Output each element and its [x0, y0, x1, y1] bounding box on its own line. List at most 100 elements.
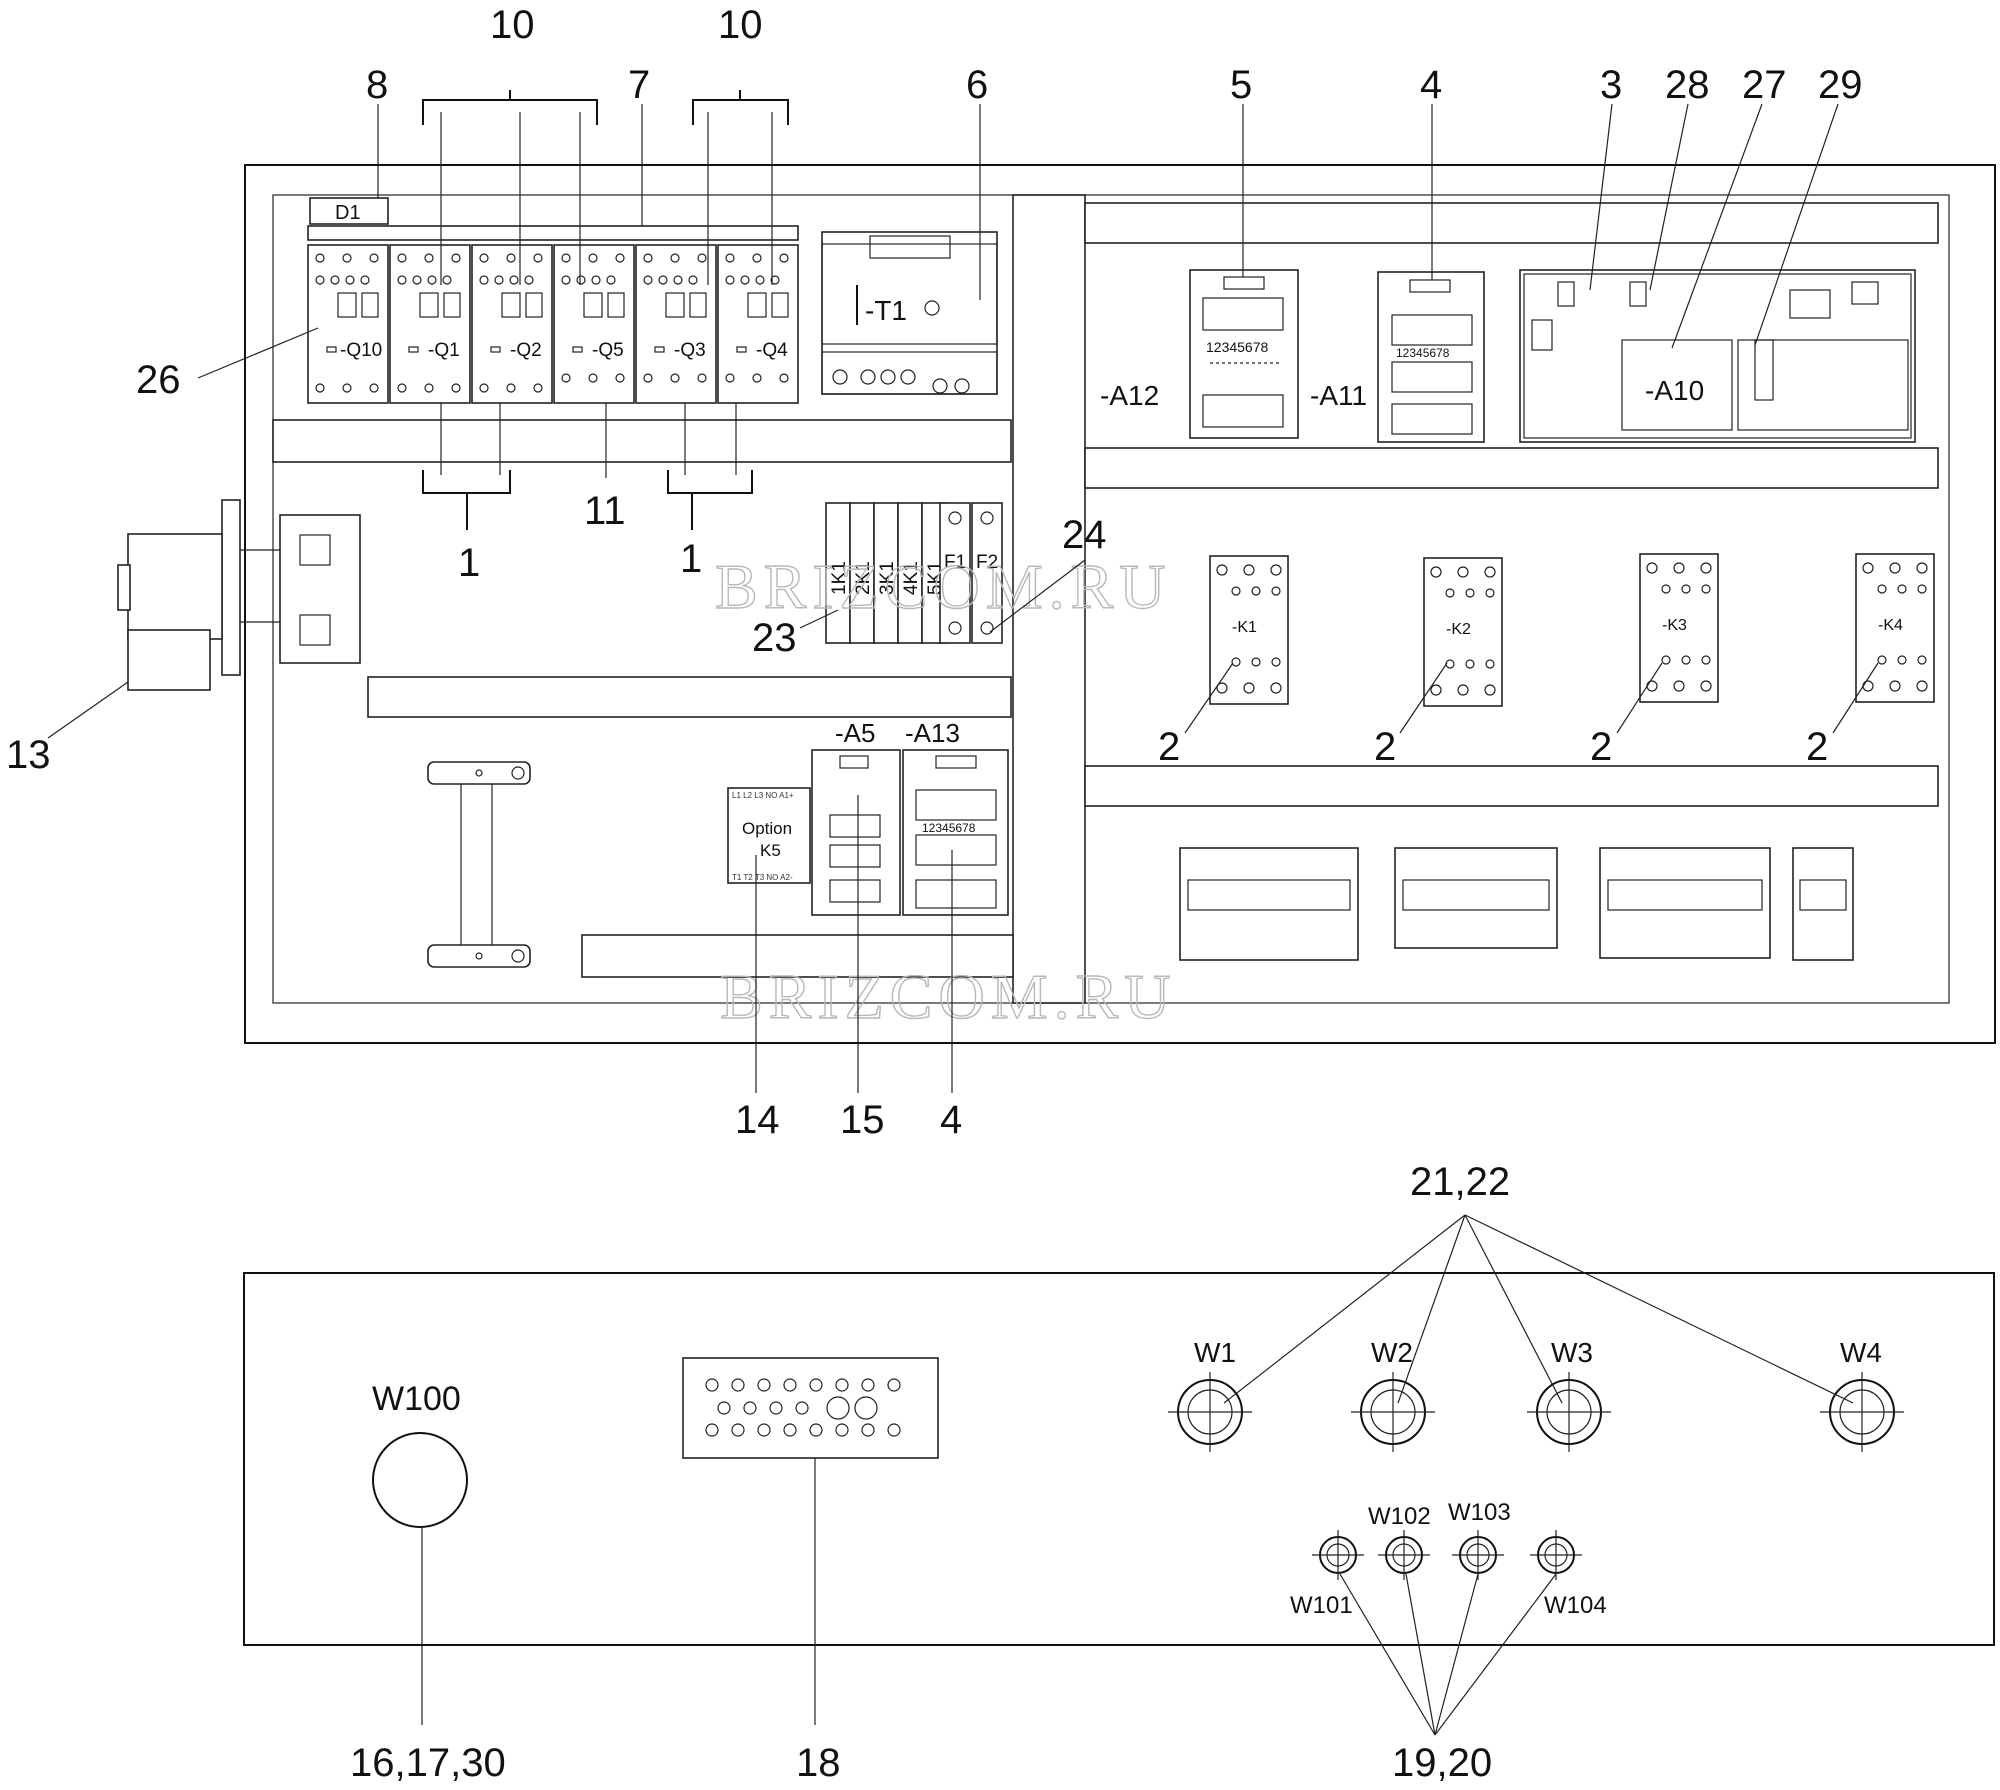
callout-numbers: 10 10 8 7 6 5 4 3 28 27 29 26 1 11 1 24 …: [6, 3, 1863, 1142]
circuit-breakers: -Q10 -Q1 -Q2 -Q5: [307, 244, 799, 404]
gland-w102: W102: [1368, 1503, 1431, 1580]
callout-14: 14: [735, 1098, 780, 1142]
w100-label: W100: [372, 1380, 461, 1418]
callout-27: 27: [1742, 63, 1787, 107]
contactor-k2: -K2: [1423, 557, 1503, 707]
gland-w103: W103: [1448, 1499, 1511, 1580]
relay-3k1: 3K1: [877, 561, 898, 595]
callout-5: 5: [1230, 63, 1252, 107]
main-switch: [117, 499, 361, 691]
callout-1-left: 1: [458, 541, 480, 585]
gland-w4: W4: [1820, 1337, 1904, 1452]
w104-label: W104: [1544, 1592, 1607, 1619]
k5-top-terminals: L1 L2 L3 NO A1+: [732, 791, 794, 800]
fuses: F1 F2: [939, 502, 1003, 644]
w103-label: W103: [1448, 1499, 1511, 1526]
callout-26: 26: [136, 358, 181, 402]
gland-w100: W100: [372, 1380, 468, 1725]
a11-label: -A11: [1310, 380, 1367, 411]
callout-4-bottom: 4: [940, 1098, 962, 1142]
breaker-q5: -Q5: [553, 244, 635, 404]
contactors: -K1 -K2 -K3 -K4: [1209, 553, 1935, 707]
callout-29: 29: [1818, 63, 1863, 107]
w4-label: W4: [1840, 1337, 1882, 1368]
gland-w101: W101: [1290, 1530, 1364, 1619]
callout-19-20: 19,20: [1392, 1741, 1492, 1785]
callout-4-top: 4: [1420, 63, 1442, 107]
breaker-q2: -Q2: [471, 244, 553, 404]
contactor-k1: -K1: [1209, 555, 1289, 705]
module-a11: 12345678 -A11: [1310, 271, 1485, 443]
k2-label: -K2: [1446, 621, 1471, 638]
module-a5: -A5: [811, 718, 901, 916]
breaker-q3: -Q3: [635, 244, 717, 404]
q1-label: -Q1: [428, 340, 460, 361]
cabinet-enclosure: [244, 164, 1996, 1044]
option-k5: L1 L2 L3 NO A1+ Option K5 T1 T2 T3 NO A2…: [727, 787, 811, 884]
q2-label: -Q2: [510, 340, 542, 361]
relay-2k1: 2K1: [853, 561, 874, 595]
a13-label: -A13: [905, 718, 960, 748]
callout-7: 7: [628, 63, 650, 107]
glands-small: W101 W102 W103 W104: [1290, 1499, 1607, 1619]
w101-label: W101: [1290, 1592, 1353, 1619]
gland-w104: W104: [1530, 1530, 1607, 1619]
top-din-rail: [307, 225, 799, 241]
relay-block: 1K1 2K1 3K1 4K1 5K1: [825, 502, 947, 644]
terminal-blocks: [1179, 847, 1854, 961]
callout-2-a: 2: [1158, 725, 1180, 769]
gland-w3: W3: [1527, 1337, 1611, 1452]
q10-label: -Q10: [340, 340, 382, 361]
connector-18: [682, 1357, 939, 1725]
w2-label: W2: [1371, 1337, 1413, 1368]
q5-label: -Q5: [592, 340, 624, 361]
callout-28: 28: [1665, 63, 1710, 107]
watermark-bottom: BRIZCOM.RU: [720, 961, 1177, 1032]
glands-large: W1 W2 W3 W4: [1168, 1337, 1904, 1452]
breaker-q10: -Q10: [307, 244, 389, 404]
d1-label: D1: [335, 202, 361, 224]
callout-10-left: 10: [490, 3, 535, 47]
relay-1k1: 1K1: [829, 561, 850, 595]
t1-label: -T1: [865, 295, 907, 326]
k1-label: -K1: [1232, 619, 1257, 636]
a12-nums: 12345678: [1206, 339, 1269, 355]
callout-24: 24: [1062, 513, 1107, 557]
relay-4k1: 4K1: [901, 561, 922, 595]
fuse-f1: F1: [944, 552, 966, 573]
k5-label: K5: [760, 841, 781, 860]
controller-a10: -A10: [1519, 269, 1916, 443]
callout-11: 11: [584, 489, 626, 533]
callout-3: 3: [1600, 63, 1622, 107]
bottom-callout-leaders: [1223, 1214, 1854, 1736]
watermark-top: BRIZCOM.RU: [715, 551, 1172, 622]
callout-8: 8: [366, 63, 388, 107]
q3-label: -Q3: [674, 340, 706, 361]
callout-2-c: 2: [1590, 725, 1612, 769]
w102-label: W102: [1368, 1503, 1431, 1530]
contactor-k3: -K3: [1639, 553, 1719, 703]
fuse-f2: F2: [976, 552, 998, 573]
a12-label: -A12: [1100, 380, 1159, 411]
door-handle-bracket: [427, 761, 531, 968]
a13-nums: 12345678: [922, 821, 976, 835]
callout-13: 13: [6, 733, 51, 777]
bottom-callout-numbers: 21,22 16,17,30 18 19,20: [350, 1160, 1510, 1785]
a5-label: -A5: [835, 718, 875, 748]
a11-nums: 12345678: [1396, 346, 1450, 360]
breaker-q1: -Q1: [389, 244, 471, 404]
gland-plate: [243, 1272, 1995, 1646]
contactor-k4: -K4: [1855, 553, 1935, 703]
w3-label: W3: [1551, 1337, 1593, 1368]
k3-label: -K3: [1662, 617, 1687, 634]
module-a12: 12345678 -A12: [1100, 269, 1299, 439]
callout-2-d: 2: [1806, 725, 1828, 769]
callout-leaders: [47, 90, 1879, 1093]
callout-2-b: 2: [1374, 725, 1396, 769]
option-label: Option: [742, 819, 792, 838]
callout-6: 6: [966, 63, 988, 107]
transformer-t1: -T1: [821, 231, 998, 395]
callout-15: 15: [840, 1098, 885, 1142]
callout-18: 18: [796, 1741, 841, 1785]
